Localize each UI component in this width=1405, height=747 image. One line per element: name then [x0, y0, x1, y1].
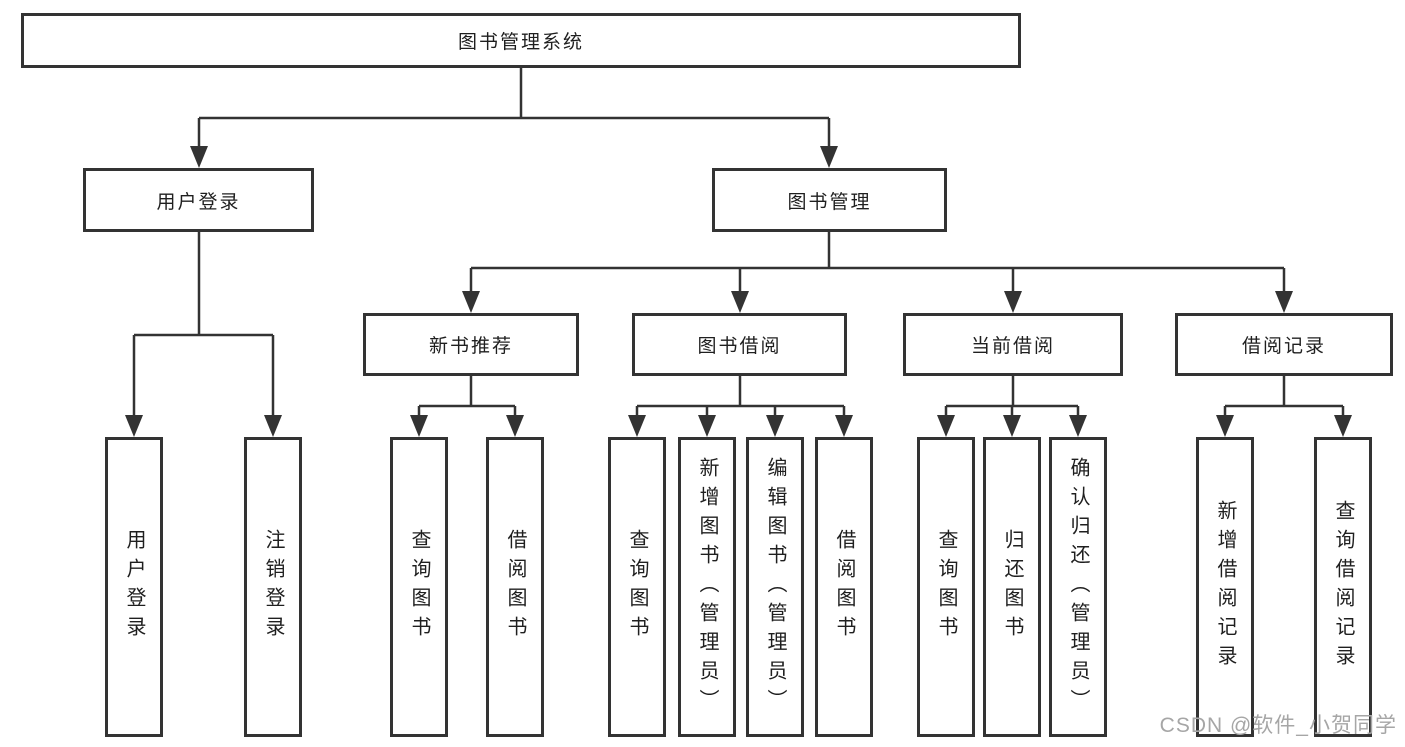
node-current-borrowing: 当前借阅: [903, 313, 1123, 376]
node-label: 借阅记录: [1241, 336, 1326, 357]
node-label: 新书推荐: [428, 336, 513, 357]
node-label: 借阅图书: [504, 529, 526, 645]
node-label: 新增借阅记录: [1214, 500, 1236, 674]
leaf-return-books: 归还图书: [983, 437, 1041, 737]
node-label: 归还图书: [1001, 529, 1023, 645]
node-label: 当前借阅: [970, 336, 1055, 357]
node-label: 查询图书: [935, 529, 957, 645]
node-label: 确认归还（管理员）: [1067, 456, 1089, 718]
leaf-query-books-borrowing: 查询图书: [608, 437, 666, 737]
leaf-query-books-current: 查询图书: [917, 437, 975, 737]
leaf-borrow-books-recommend: 借阅图书: [486, 437, 544, 737]
leaf-user-login: 用户登录: [105, 437, 163, 737]
csdn-watermark: CSDN @软件_小贺同学: [1159, 714, 1397, 737]
node-label: 图书管理系统: [457, 32, 584, 53]
leaf-logout-login: 注销登录: [244, 437, 302, 737]
leaf-confirm-return-admin: 确认归还（管理员）: [1049, 437, 1107, 737]
node-label: 编辑图书（管理员）: [764, 456, 786, 718]
leaf-query-books-recommend: 查询图书: [390, 437, 448, 737]
node-library-management-system: 图书管理系统: [21, 13, 1021, 68]
node-borrow-records: 借阅记录: [1175, 313, 1393, 376]
node-label: 新增图书（管理员）: [696, 456, 718, 718]
node-label: 查询图书: [626, 529, 648, 645]
node-label: 查询借阅记录: [1332, 500, 1354, 674]
node-label: 图书管理: [787, 191, 872, 213]
leaf-add-borrow-record: 新增借阅记录: [1196, 437, 1254, 737]
node-label: 用户登录: [123, 529, 145, 645]
connector-arrow-lines: [125, 118, 1352, 437]
node-label: 用户登录: [156, 191, 241, 213]
node-new-book-recommend: 新书推荐: [363, 313, 579, 376]
node-label: 查询图书: [408, 529, 430, 645]
node-user-login-branch: 用户登录: [83, 168, 314, 232]
leaf-edit-book-admin: 编辑图书（管理员）: [746, 437, 804, 737]
leaf-query-borrow-record: 查询借阅记录: [1314, 437, 1372, 737]
node-book-management: 图书管理: [712, 168, 947, 232]
node-book-borrowing: 图书借阅: [632, 313, 847, 376]
leaf-add-book-admin: 新增图书（管理员）: [678, 437, 736, 737]
leaf-borrow-books: 借阅图书: [815, 437, 873, 737]
node-label: 图书借阅: [697, 336, 782, 357]
connector-trunk-lines: [134, 68, 1343, 408]
node-label: 注销登录: [262, 529, 284, 645]
node-label: 借阅图书: [833, 529, 855, 645]
